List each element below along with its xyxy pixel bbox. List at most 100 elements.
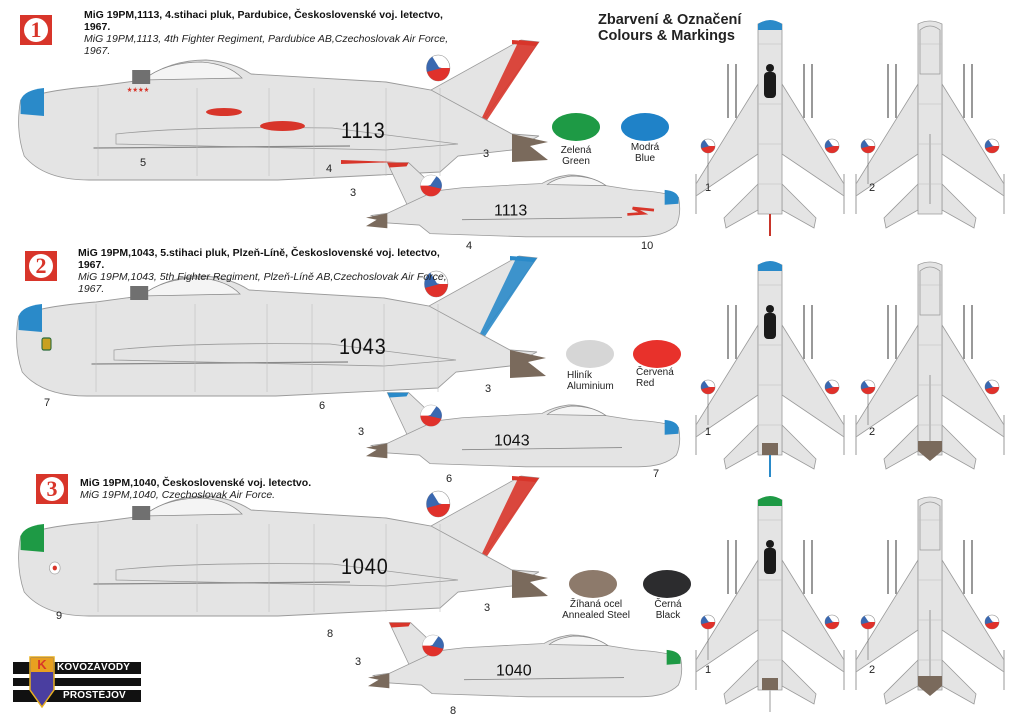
- right-tailplane: [941, 659, 977, 705]
- wing-root: [115, 563, 459, 587]
- nose-cap: [758, 261, 782, 271]
- fin-stripe: [476, 40, 539, 130]
- callout-number: 3: [485, 383, 492, 395]
- mig19-top-view: [695, 20, 845, 236]
- callout-number: 1: [705, 664, 712, 676]
- seat-headrest: [766, 64, 774, 72]
- callout-number: 3: [350, 187, 357, 199]
- nose-cap: [664, 189, 679, 205]
- fuselage: [757, 20, 783, 215]
- fin-stripe: [476, 476, 539, 566]
- serial-number: 1040: [341, 555, 389, 579]
- ejection-seat: [132, 70, 151, 84]
- callout-number: 7: [44, 397, 51, 409]
- mig19-side-profile: 1040: [18, 475, 548, 617]
- scheme-title-en: MiG 19PM,1043, 5th Fighter Regiment, Plz…: [78, 271, 447, 283]
- nose-cap: [18, 304, 42, 332]
- fuselage: [917, 261, 943, 456]
- swatch-black: [643, 570, 691, 598]
- scheme-title-cz: MiG 19PM,1040, Československé voj. letec…: [80, 477, 312, 489]
- swatch-blue-name-en: Blue: [634, 153, 655, 164]
- logo-line2: PROSTĚJOV: [63, 690, 126, 701]
- scheme-3-badge: 3: [36, 474, 68, 504]
- czech-roundel-icon: [420, 404, 442, 427]
- exhaust-nozzle: [366, 213, 388, 229]
- scheme-title-en: MiG 19PM,1113, 4th Fighter Regiment, Par…: [84, 33, 449, 45]
- callout-number: 2: [869, 182, 876, 194]
- unit-badge-icon: [41, 337, 52, 351]
- fuselage: [371, 634, 683, 698]
- side-view-large-2: 1043: [16, 255, 546, 397]
- scheme-number: 1: [30, 17, 42, 42]
- red-marking: [206, 108, 242, 116]
- scheme-title-en-year: 1967.: [84, 45, 111, 57]
- callout-number: 3: [483, 148, 490, 160]
- exhaust-nozzle: [366, 443, 388, 459]
- canopy: [764, 548, 776, 574]
- nose-cap: [20, 524, 44, 552]
- logo-bar-middle: [13, 678, 141, 686]
- right-tailplane: [781, 659, 817, 705]
- callout-number: 4: [466, 240, 473, 252]
- czech-roundel-icon: [824, 614, 840, 630]
- callout-number: 9: [56, 610, 63, 622]
- fin-tip: [389, 622, 411, 628]
- czech-roundel-icon: [700, 614, 716, 630]
- nose-cap: [758, 20, 782, 30]
- czech-roundel-icon: [424, 270, 449, 298]
- serial-number: 1043: [494, 432, 530, 449]
- callout-number: 1: [705, 182, 712, 194]
- side-view-small-3: 1040: [368, 622, 683, 698]
- seat-headrest: [766, 540, 774, 548]
- callout-number: 4: [326, 163, 333, 175]
- scheme-title-cz-year: 1967.: [84, 21, 111, 33]
- wing-root: [115, 127, 459, 151]
- scheme-number: 3: [46, 476, 58, 501]
- wing-root: [463, 677, 625, 681]
- scheme-title-cz: MiG 19PM,1043, 5.stihaci pluk, Plzeň-Lín…: [78, 247, 440, 259]
- czech-roundel-icon: [860, 614, 876, 630]
- czech-roundel-icon: [422, 634, 444, 657]
- mig19-top-view: [695, 261, 845, 477]
- logo-shield-icon: [29, 656, 55, 709]
- side-view-large-3: 1040: [18, 475, 548, 617]
- kovozavody-logo: KOVOZÁVODY PROSTĚJOV K: [13, 656, 141, 709]
- mig19-side-profile: 1043: [16, 255, 546, 397]
- fin-tip: [512, 476, 539, 482]
- mig19-top-view: [695, 496, 845, 712]
- canopy: [546, 405, 608, 416]
- fin-tip: [510, 256, 537, 262]
- right-tailplane: [781, 424, 817, 470]
- intake-outline: [919, 266, 941, 316]
- czech-roundel-icon: [426, 54, 451, 82]
- scheme-title-cz-year: 1967.: [78, 259, 105, 271]
- fuselage: [369, 174, 681, 238]
- mig19-side-profile: 1113★★★★: [18, 39, 548, 181]
- heading-en: Colours & Markings: [598, 28, 735, 44]
- fin-stripe: [474, 256, 537, 346]
- left-tailplane: [883, 659, 919, 705]
- czech-roundel-icon: [860, 379, 876, 395]
- nose-cap: [758, 496, 782, 506]
- serial-number: 1043: [339, 335, 387, 359]
- wing-root: [461, 217, 623, 221]
- czech-roundel-icon: [984, 379, 1000, 395]
- right-tailplane: [941, 424, 977, 470]
- callout-number: 2: [869, 426, 876, 438]
- nose-cap: [666, 649, 681, 665]
- callout-number: 8: [450, 705, 457, 717]
- scheme-3-title: MiG 19PM,1040, Československé voj. letec…: [80, 477, 520, 501]
- plan-view-top-2: [695, 261, 845, 477]
- swatch-annealed-steel: [569, 570, 617, 598]
- exhaust-nozzle: [762, 443, 778, 455]
- callout-number: 2: [869, 664, 876, 676]
- mig19-side-profile-mirrored: 1040: [368, 622, 683, 698]
- fuselage: [757, 261, 783, 456]
- fin-tip: [512, 40, 539, 46]
